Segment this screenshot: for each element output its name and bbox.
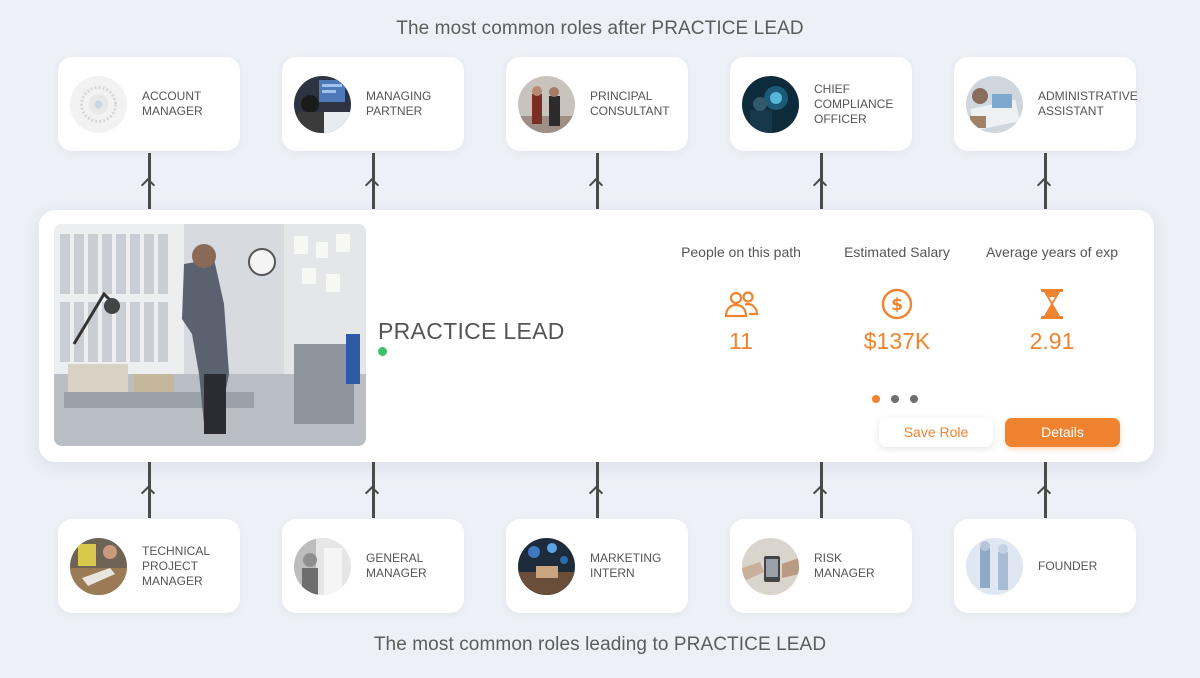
role-photo	[54, 224, 366, 446]
carousel-dot[interactable]	[872, 395, 880, 403]
save-role-button[interactable]: Save Role	[879, 418, 993, 447]
role-card-technical-project-manager[interactable]: TECHNICAL PROJECT MANAGER	[58, 519, 240, 613]
stat-label: Estimated Salary	[844, 244, 950, 260]
stat-value: $137K	[863, 328, 931, 354]
current-role-title: PRACTICE LEAD	[378, 318, 565, 344]
role-avatar	[966, 538, 1023, 595]
dollar-icon: $	[822, 286, 972, 322]
people-icon	[666, 286, 816, 322]
role-avatar	[294, 76, 351, 133]
status-indicator	[378, 347, 387, 356]
role-card-risk-manager[interactable]: RISK MANAGER	[730, 519, 912, 613]
role-label: ADMINISTRATIVE ASSISTANT	[1038, 89, 1138, 118]
role-avatar	[70, 76, 127, 133]
role-avatar	[518, 538, 575, 595]
path-arrow	[364, 153, 380, 209]
carousel-dots	[872, 390, 929, 408]
path-arrow	[812, 153, 828, 209]
role-card-account-manager[interactable]: ACCOUNT MANAGER	[58, 57, 240, 151]
previous-roles-caption: The most common roles leading to PRACTIC…	[373, 634, 827, 655]
role-label: RISK MANAGER	[814, 551, 875, 580]
role-card-chief-compliance-officer[interactable]: CHIEF COMPLIANCE OFFICER	[730, 57, 912, 151]
role-card-general-manager[interactable]: GENERAL MANAGER	[282, 519, 464, 613]
role-card-administrative-assistant[interactable]: ADMINISTRATIVE ASSISTANT	[954, 57, 1138, 151]
stat-value: 2.91	[1029, 328, 1075, 354]
path-arrow	[1036, 462, 1052, 518]
stat-value: 11	[729, 328, 753, 354]
role-avatar	[518, 76, 575, 133]
role-card-managing-partner[interactable]: MANAGING PARTNER	[282, 57, 464, 151]
role-label: GENERAL MANAGER	[366, 551, 427, 580]
role-avatar	[742, 538, 799, 595]
svg-text:$: $	[891, 295, 903, 315]
carousel-dot[interactable]	[891, 395, 899, 403]
role-avatar	[294, 538, 351, 595]
next-roles-caption: The most common roles after PRACTICE LEA…	[396, 18, 804, 39]
role-label: CHIEF COMPLIANCE OFFICER	[814, 81, 894, 126]
role-card-principal-consultant[interactable]: PRINCIPAL CONSULTANT	[506, 57, 688, 151]
path-arrow	[588, 462, 604, 518]
role-label: FOUNDER	[1038, 558, 1098, 573]
details-button[interactable]: Details	[1005, 418, 1120, 447]
stat-people: People on this path 11	[666, 244, 816, 355]
role-avatar	[70, 538, 127, 595]
carousel-dot[interactable]	[910, 395, 918, 403]
role-card-founder[interactable]: FOUNDER	[954, 519, 1136, 613]
hourglass-icon	[977, 286, 1127, 322]
stat-label: Average years of exp	[985, 244, 1119, 260]
role-label: TECHNICAL PROJECT MANAGER	[142, 543, 211, 588]
role-card-marketing-intern[interactable]: MARKETING INTERN	[506, 519, 688, 613]
role-label: PRINCIPAL CONSULTANT	[590, 89, 670, 118]
role-label: MANAGING PARTNER	[366, 89, 432, 118]
path-arrow	[588, 153, 604, 209]
path-arrow	[1036, 153, 1052, 209]
stat-experience: Average years of exp 2.91	[977, 244, 1127, 355]
path-arrow	[364, 462, 380, 518]
path-arrow	[140, 462, 156, 518]
stat-salary: Estimated Salary $ $137K	[822, 244, 972, 355]
current-role-card: PRACTICE LEAD People on this path 11 Est…	[39, 210, 1154, 462]
role-label: ACCOUNT MANAGER	[142, 89, 203, 118]
path-arrow	[812, 462, 828, 518]
stat-label: People on this path	[681, 244, 801, 260]
path-arrow	[140, 153, 156, 209]
role-label: MARKETING INTERN	[590, 551, 662, 580]
role-avatar	[742, 76, 799, 133]
role-avatar	[966, 76, 1023, 133]
